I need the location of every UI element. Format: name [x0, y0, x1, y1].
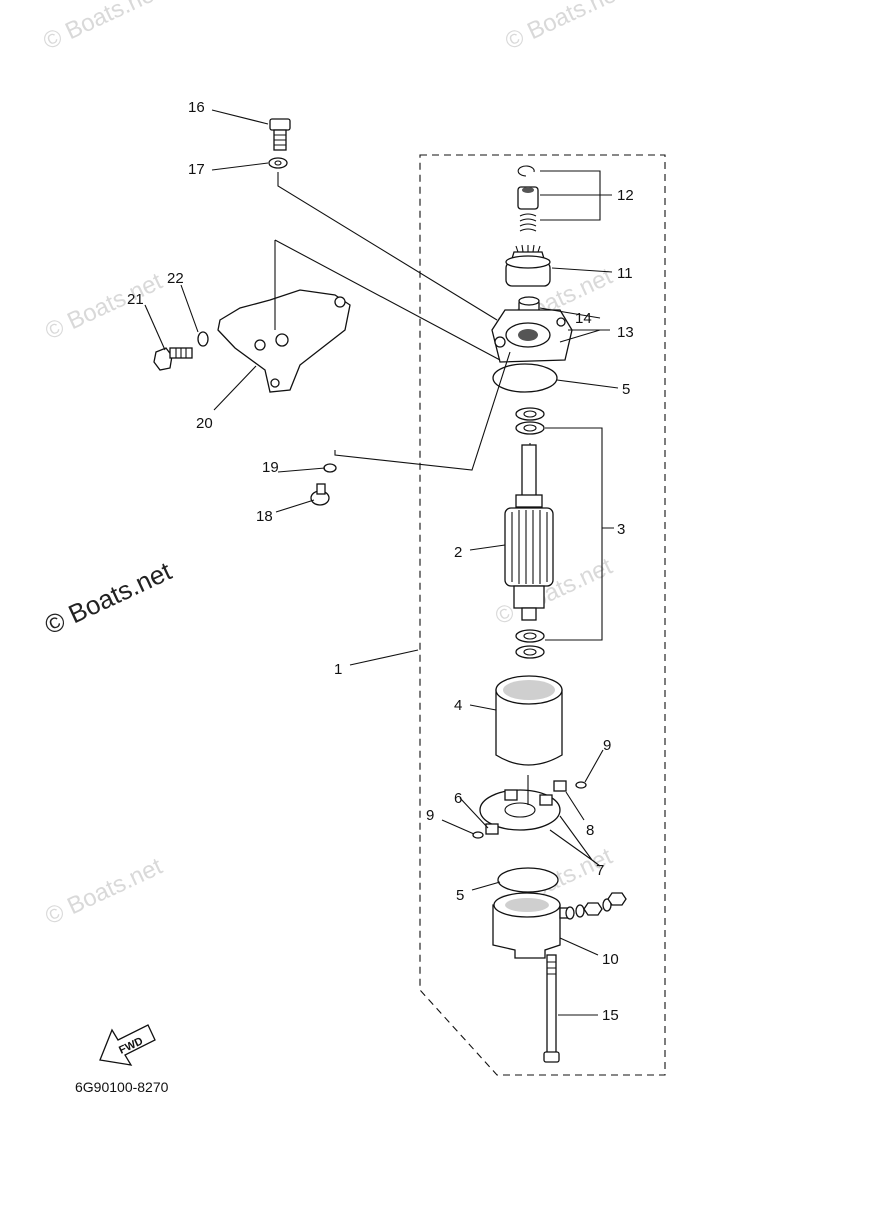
part-5-o-ring-upper	[492, 363, 558, 393]
callout-21: 21	[127, 291, 144, 308]
callout-12: 12	[617, 187, 634, 204]
part-18-screw	[310, 483, 330, 506]
callout-18: 18	[256, 508, 273, 525]
callout-4: 4	[454, 697, 462, 714]
callout-5-upper: 5	[622, 381, 630, 398]
callout-3: 3	[617, 521, 625, 538]
callout-16: 16	[188, 99, 205, 116]
drawing-code: 6G90100-8270	[75, 1079, 169, 1095]
callout-6: 6	[454, 790, 462, 807]
callout-1: 1	[334, 661, 342, 678]
callout-2: 2	[454, 544, 462, 561]
callout-5-lower: 5	[456, 887, 464, 904]
part-7-brush-holder	[479, 789, 561, 831]
part-15-through-bolt	[543, 954, 560, 1063]
callout-10: 10	[602, 951, 619, 968]
watermark: © Boats.net	[41, 853, 167, 931]
part-2-armature	[504, 444, 554, 621]
part-9-spring-left	[472, 831, 484, 839]
part-6-brush	[485, 823, 499, 835]
watermark: © Boats.net	[39, 0, 165, 55]
watermark: © Boats.net	[501, 0, 627, 55]
callout-22: 22	[167, 270, 184, 287]
part-8-brush	[553, 780, 567, 792]
callout-17: 17	[188, 161, 205, 178]
callout-14: 14	[575, 310, 592, 327]
part-16-bolt	[269, 118, 291, 151]
part-4-yoke	[495, 675, 563, 766]
part-13-bracket	[491, 309, 573, 363]
part-3-washer-set-lower	[515, 629, 545, 659]
callout-20: 20	[196, 415, 213, 432]
callout-19: 19	[262, 459, 279, 476]
part-17-washer	[268, 157, 288, 169]
part-20-bracket	[217, 289, 351, 393]
part-12-stopper-set	[517, 165, 539, 232]
part-19-washer	[323, 463, 337, 473]
assembly-boundary	[419, 154, 666, 1076]
callout-13: 13	[617, 324, 634, 341]
part-3-washer-set-upper	[515, 407, 545, 435]
part-5-o-ring-lower	[497, 867, 559, 893]
part-11-pinion-gear	[505, 244, 551, 287]
callout-8: 8	[586, 822, 594, 839]
callout-11: 11	[617, 265, 633, 282]
callout-9-left: 9	[426, 807, 434, 824]
part-22-washer	[197, 331, 209, 347]
callout-7: 7	[596, 862, 604, 879]
fwd-direction-arrow: FWD	[99, 1024, 156, 1066]
terminal-hardware	[565, 892, 627, 920]
part-10-end-cover	[492, 892, 569, 959]
leader-lines	[144, 109, 619, 1016]
watermark: © Boats.net	[41, 268, 167, 346]
brand-watermark: © Boats.net	[40, 555, 177, 640]
callout-9-right: 9	[603, 737, 611, 754]
reference-lines	[274, 172, 531, 805]
callout-15: 15	[602, 1007, 619, 1024]
part-21-bolt	[153, 347, 193, 371]
part-9-spring-right	[575, 781, 587, 789]
